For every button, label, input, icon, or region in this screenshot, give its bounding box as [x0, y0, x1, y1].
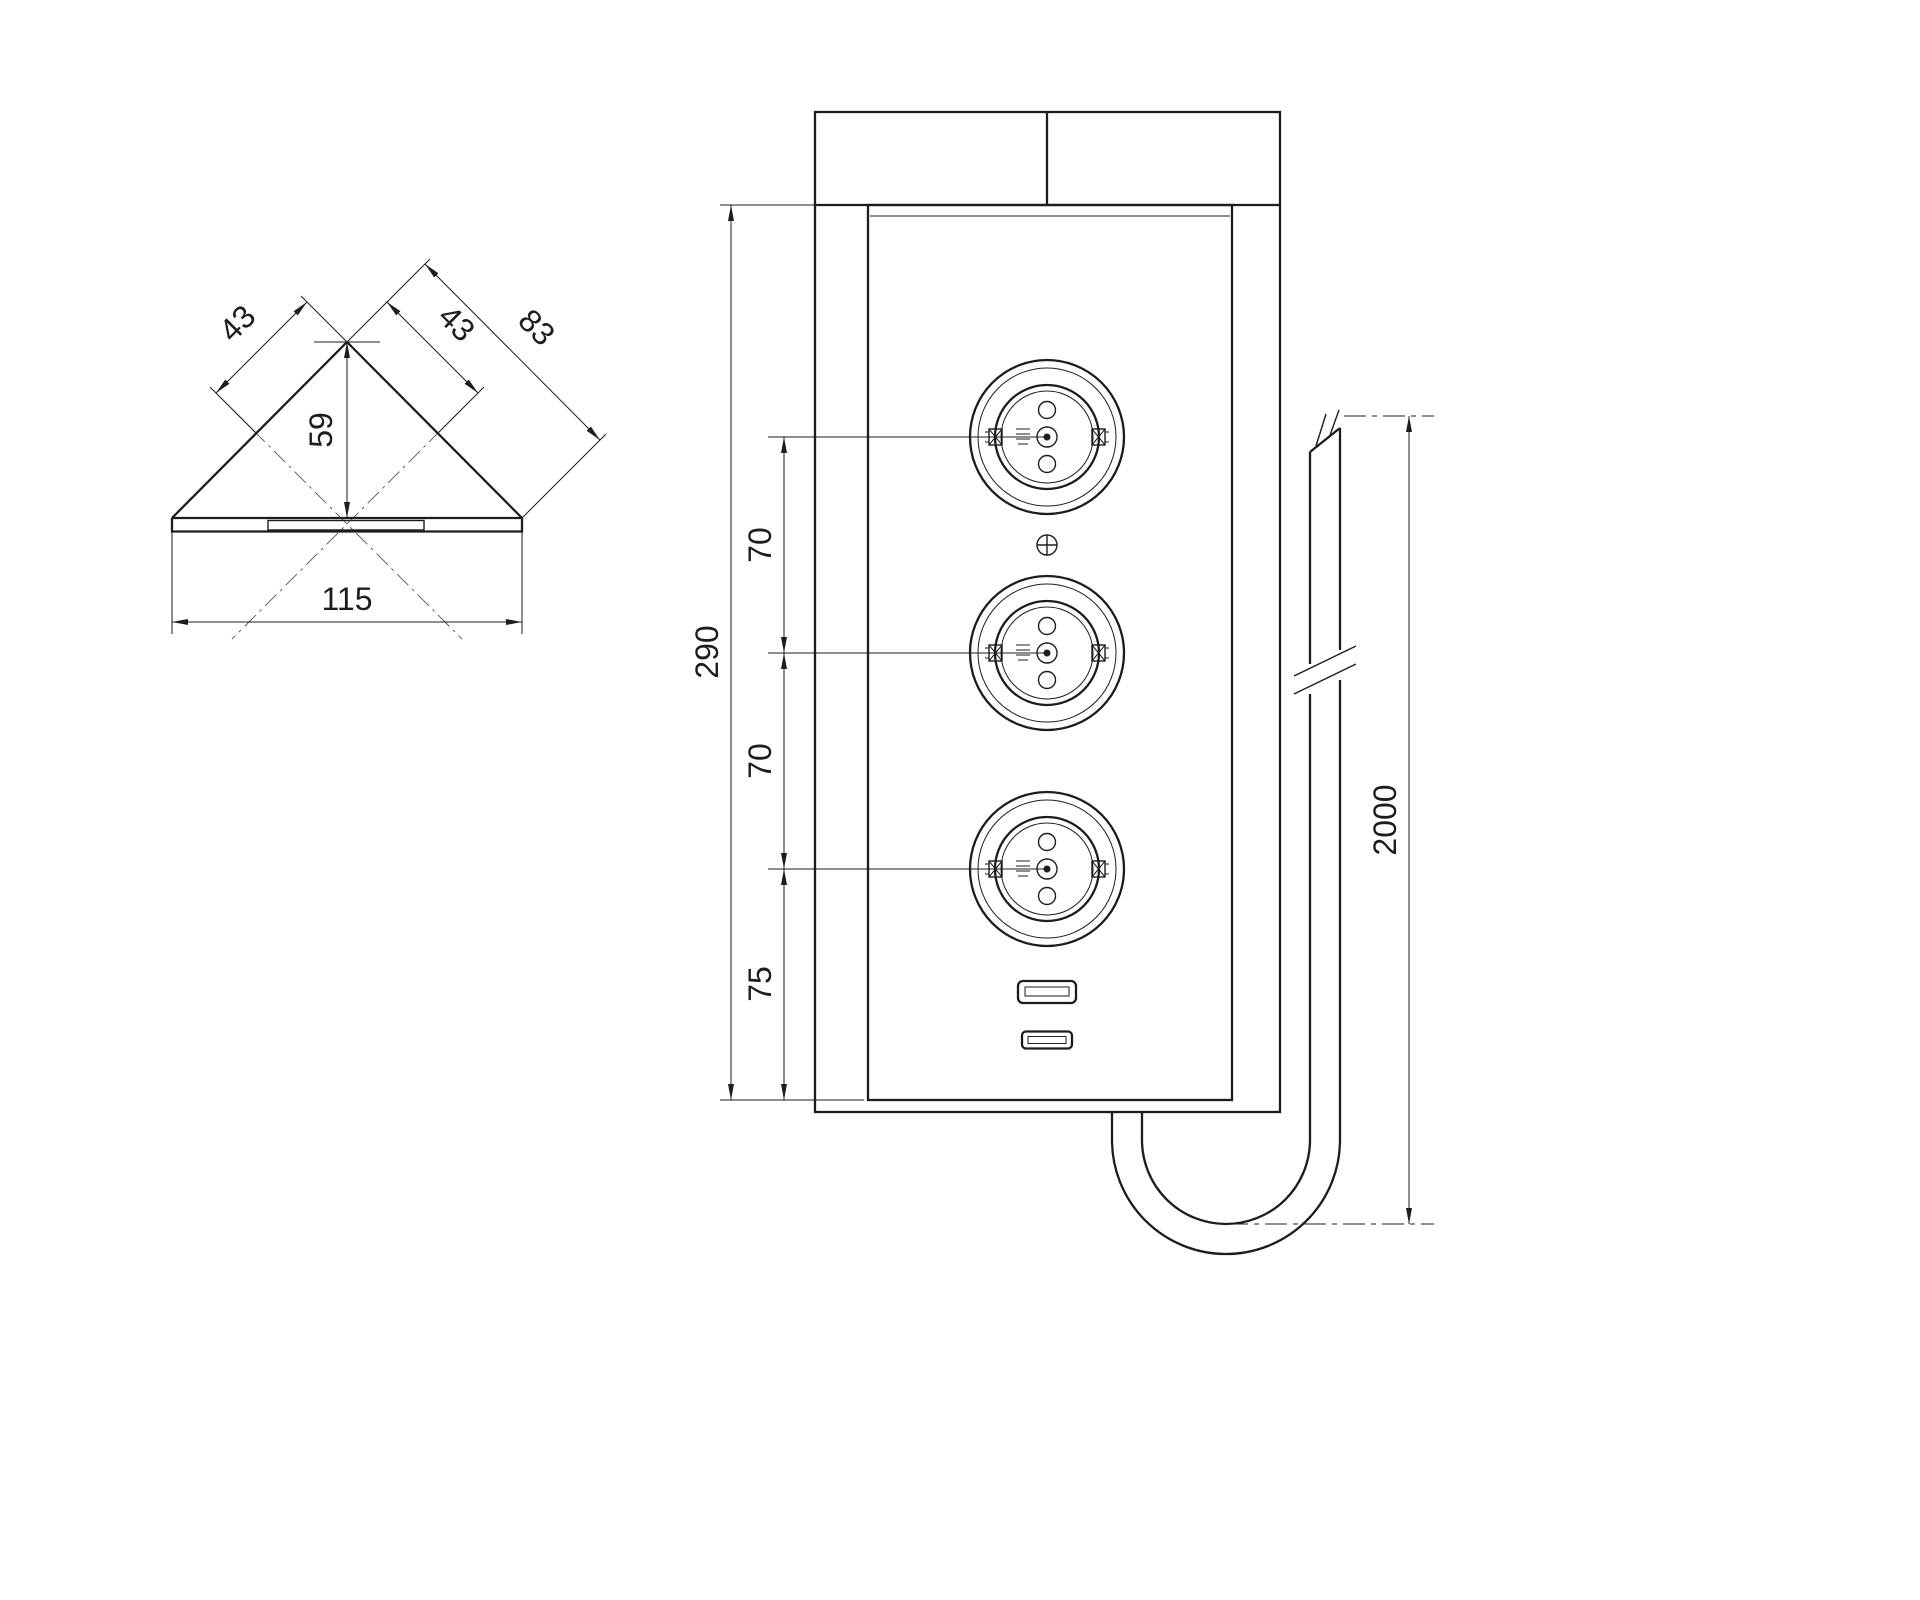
corner-unit-top-view: 59 115 43 43 83: [170, 258, 607, 640]
dim-right-edge-upper: 43: [346, 258, 485, 434]
cable-break-symbol: [1293, 645, 1357, 695]
dim-socket-to-bottom-value: 75: [742, 966, 778, 1002]
dim-socket-spacing-lower-value: 70: [742, 743, 778, 779]
dim-socket-to-bottom: 75: [742, 869, 787, 1100]
cable-end: [1309, 409, 1341, 453]
center-line-1: [232, 409, 463, 640]
usb-port-1-icon: [1016, 979, 1078, 1005]
usb-port-2-icon: [1020, 1030, 1074, 1050]
dim-socket-spacing-lower: 70: [742, 653, 787, 869]
power-strip-front-view: 290 70 70 75: [689, 110, 1434, 1256]
dim-right-edge-total-value: 83: [511, 302, 562, 353]
center-line-2: [231, 409, 462, 640]
power-cable: [1110, 409, 1357, 1256]
socket-center-extension-lines: [768, 436, 1047, 870]
dim-base-width-value: 115: [321, 581, 372, 617]
dim-left-edge-value: 43: [212, 298, 263, 349]
dim-depth: 59: [303, 341, 380, 518]
dim-socket-spacing-upper-value: 70: [742, 527, 778, 563]
housing-outline: [813, 110, 1282, 1114]
front-strip-recess: [267, 519, 425, 531]
dim-right-edge-upper-value: 43: [431, 298, 482, 349]
dim-cable-length-value: 2000: [1367, 784, 1403, 855]
dim-cable-length: 2000: [1226, 415, 1434, 1225]
dim-panel-height-value: 290: [689, 625, 725, 678]
dim-socket-spacing-upper: 70: [742, 437, 787, 653]
mounting-screw-icon: [1036, 534, 1058, 556]
dim-base-width: 115: [171, 524, 523, 634]
dim-depth-value: 59: [303, 412, 339, 448]
dim-panel-height: 290: [689, 204, 864, 1101]
